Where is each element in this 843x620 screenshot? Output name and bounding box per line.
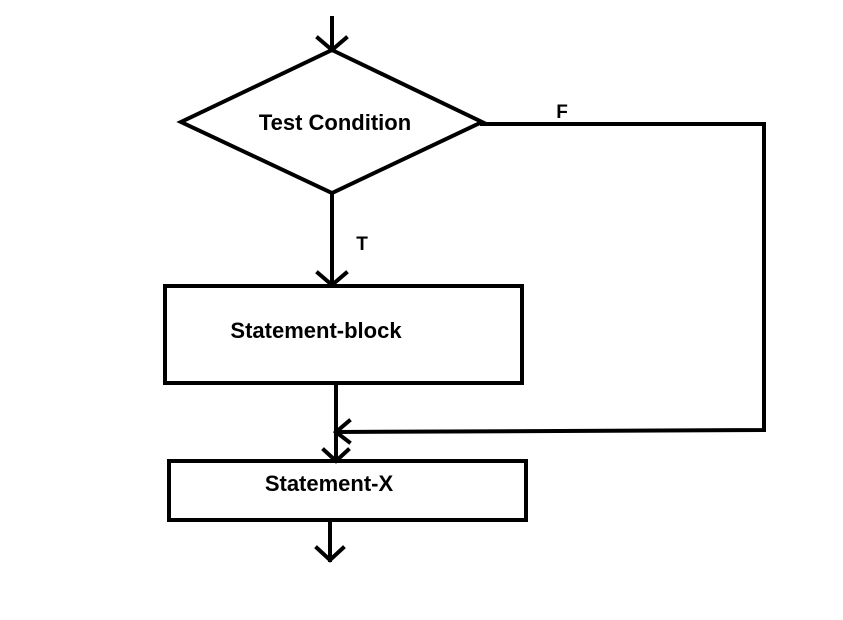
block-to-x-arrow xyxy=(321,381,351,464)
statement-x-box xyxy=(167,459,528,522)
true-branch-arrow xyxy=(315,191,349,288)
exit-arrow xyxy=(314,518,346,563)
entry-arrow xyxy=(315,16,349,53)
false-edge-label: F xyxy=(556,102,568,123)
false-branch-connector xyxy=(332,122,766,445)
statement-x-label: Statement-X xyxy=(265,471,394,496)
test-condition-label: Test Condition xyxy=(259,110,411,135)
true-edge-label: T xyxy=(356,234,368,255)
statement-block-box xyxy=(163,284,524,385)
statement-block-label: Statement-block xyxy=(230,318,402,343)
